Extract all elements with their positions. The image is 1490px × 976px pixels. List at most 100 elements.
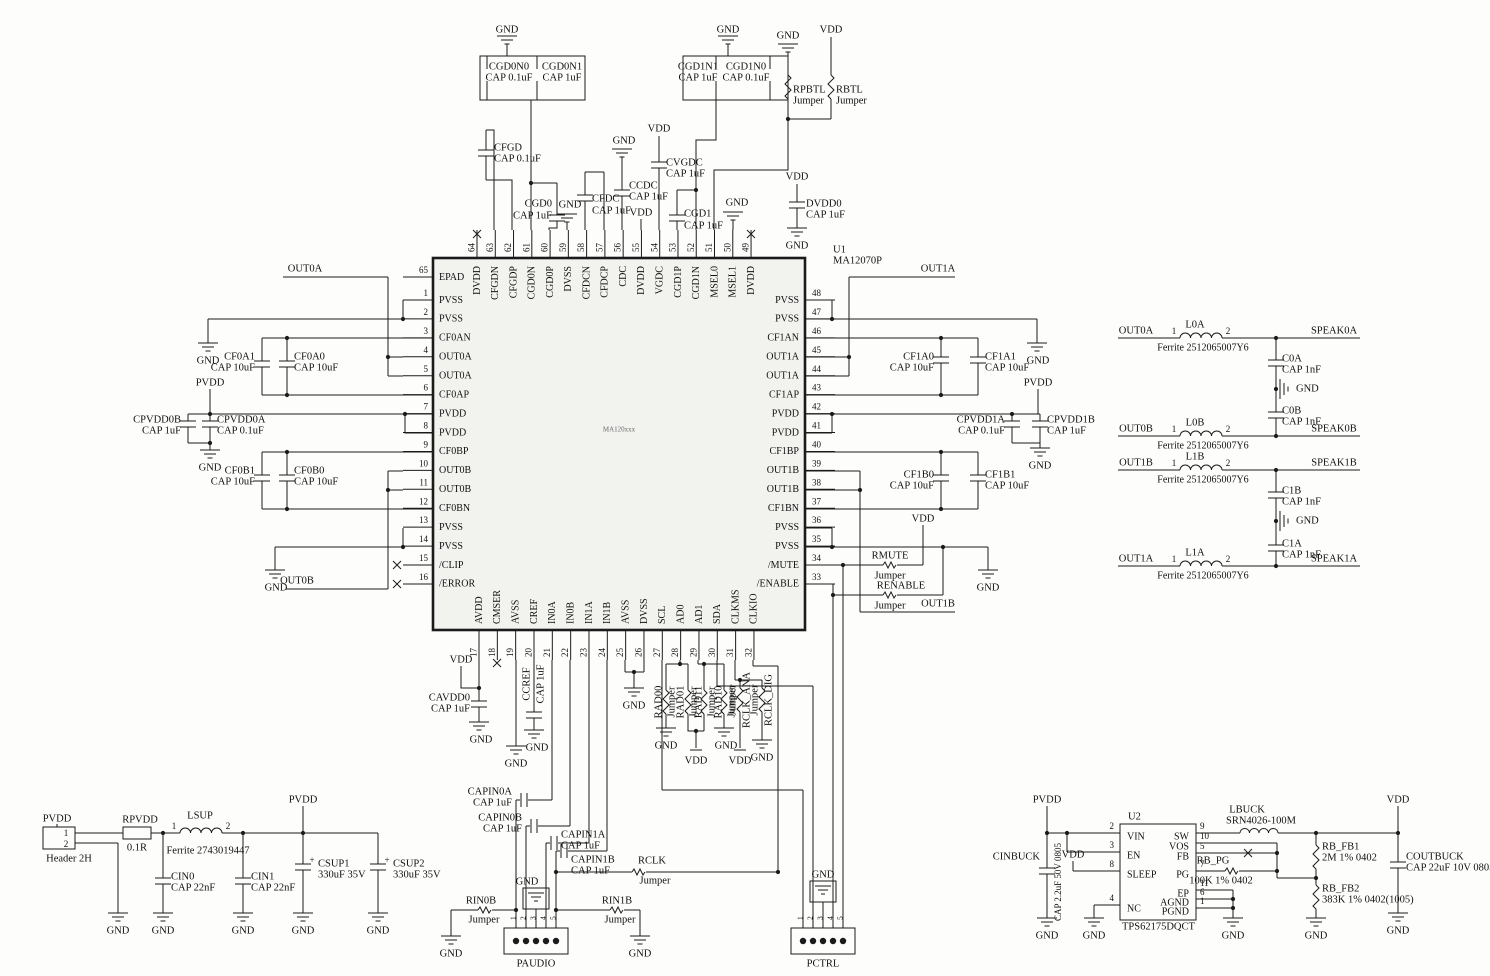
u2-n2: 2 <box>1110 821 1115 831</box>
cap-cgd1: CGD1 <box>684 208 711 219</box>
junction-dot <box>938 506 944 512</box>
u1-pin-PVDD-7: PVDD <box>439 408 466 419</box>
u2-n6: 6 <box>1200 887 1205 897</box>
u2-nc: NC <box>1127 903 1141 914</box>
gnd-rpbtl: GND <box>777 30 800 41</box>
cap-csup2-val: 330uF 35V <box>393 869 441 880</box>
gnd-c1: GND <box>1296 515 1319 526</box>
paudio-connector-box[interactable] <box>503 927 569 955</box>
u1-pin-num-30: 30 <box>707 648 717 658</box>
res-rclk-val: Jumper <box>640 875 671 886</box>
junction-dot <box>940 544 946 550</box>
u1-pin-num-4: 4 <box>424 345 429 355</box>
net-speak1b: SPEAK1B <box>1311 457 1357 468</box>
res-rad11: RAD11 <box>693 686 704 718</box>
header-2h-box[interactable] <box>42 826 76 850</box>
pctrl-connector-box[interactable] <box>790 927 856 955</box>
u1-pin-num-57: 57 <box>594 243 604 253</box>
u1-pin-num-25: 25 <box>615 648 625 658</box>
l1a-p2: 2 <box>1226 554 1231 564</box>
junction-dot <box>553 869 559 875</box>
cap-cpvdd1b: CPVDD1B <box>1047 414 1095 425</box>
u1-pin-CF0BN-12: CF0BN <box>439 503 470 514</box>
u1-pin-num-23: 23 <box>579 648 589 658</box>
u1-pin-CF1BN-37: CF1BN <box>768 503 799 514</box>
vdd-dvdd55: VDD <box>630 207 653 218</box>
pctrl-pin-3: 3 <box>816 916 825 920</box>
vdd-rad: VDD <box>685 755 708 766</box>
cap-cgd1n0: CGD1N0 <box>726 61 766 72</box>
u1-pin-num-22: 22 <box>560 648 570 657</box>
u1-pin-num-17: 17 <box>469 648 479 658</box>
u1-pin-num-47: 47 <box>812 307 822 317</box>
l0a-p1: 1 <box>1172 326 1177 336</box>
u1-pin-CFGDP-62: CFGDP <box>508 266 519 299</box>
u1-pin-num-24: 24 <box>597 648 607 658</box>
u1-part: MA12070P <box>833 255 882 266</box>
cap-cf1a1-val: CAP 10uF <box>985 362 1029 373</box>
net-out0a-f: OUT0A <box>1119 325 1154 336</box>
res-rin0b: RIN0B <box>466 895 496 906</box>
gnd-cinbuck: GND <box>1036 930 1059 941</box>
l1b-p1: 1 <box>1172 458 1177 468</box>
junction-dot <box>1274 868 1280 874</box>
pctrl-pin-5: 5 <box>836 916 845 920</box>
junction-dot <box>1273 563 1279 569</box>
res-rad00-val: Jumper <box>666 686 677 717</box>
u1-pin-num-55: 55 <box>631 243 641 253</box>
gnd-rad00: GND <box>655 740 678 751</box>
net-out0b-f: OUT0B <box>1119 423 1153 434</box>
u2-pg: PG <box>1176 869 1189 880</box>
junction-dot <box>1273 467 1279 473</box>
u1-pin-num-26: 26 <box>634 648 644 658</box>
net-out1b-f: OUT1B <box>1119 457 1153 468</box>
u1-pin-DVDD-55: DVDD <box>636 266 647 295</box>
res-rad00: RAD00 <box>653 686 664 719</box>
junction-dot <box>385 354 391 360</box>
u1-pin-IN1B-24: IN1B <box>602 601 613 624</box>
cap-cf0b0: CF0B0 <box>294 465 324 476</box>
u1-pin-num-64: 64 <box>467 243 477 253</box>
paudio-gnd-box <box>522 887 550 910</box>
u1-pin-CF0BP-9: CF0BP <box>439 446 469 457</box>
u2-n1: 1 <box>1200 896 1205 906</box>
u1-pin-nENABLE-33: /ENABLE <box>757 579 799 590</box>
gnd-avss25: GND <box>623 700 646 711</box>
u1-pin-num-36: 36 <box>812 515 822 525</box>
junction-dot <box>284 449 290 455</box>
res-rbpg-val: 100K 1% 0402 <box>1189 875 1253 886</box>
net-pvdd-csup: PVDD <box>289 794 318 805</box>
u1-pin-EPAD-65: EPAD <box>439 272 464 283</box>
res-rclkana: RCLK_ANA <box>741 672 752 728</box>
wires-bottom-mid <box>450 660 824 936</box>
u1-pin-num-45: 45 <box>812 345 822 355</box>
u1-pin-IN0B-22: IN0B <box>565 601 576 624</box>
cap-cf1b0: CF1B0 <box>904 469 934 480</box>
u2-vos: VOS <box>1169 841 1189 852</box>
cap-cf1b0-val: CAP 10uF <box>890 480 934 491</box>
u1-pin-CFGDN-63: CFGDN <box>490 266 501 300</box>
junction-dot <box>840 562 846 568</box>
u1-pin-OUT1A-45: OUT1A <box>766 352 800 363</box>
u2-ep: EP <box>1177 888 1189 899</box>
cap-cf0a1: CF0A1 <box>224 351 255 362</box>
cap-cf0a1-val: CAP 10uF <box>211 362 255 373</box>
junction-dot <box>938 335 944 341</box>
u1-pin-num-44: 44 <box>812 364 822 374</box>
cap-csup1: CSUP1 <box>318 858 350 869</box>
res-rad01-val: Jumper <box>688 686 699 717</box>
u1-pin-num-12: 12 <box>419 496 428 506</box>
u1-pin-num-8: 8 <box>424 421 429 431</box>
u1-pin-nERROR-16: /ERROR <box>439 579 475 590</box>
cap-ccref: CCREF <box>521 667 532 700</box>
junction-dot <box>1009 411 1015 417</box>
u1-pin-num-29: 29 <box>689 648 699 658</box>
res-rclkdig: RCLK_DIG <box>763 674 774 726</box>
res-renable: RENABLE <box>877 580 925 591</box>
u1-pin-num-63: 63 <box>485 243 495 253</box>
u1-pin-CGD1N-52: CGD1N <box>691 266 702 299</box>
gnd-pvss1314: GND <box>265 582 288 593</box>
net-speak1a: SPEAK1A <box>1311 553 1358 564</box>
u2-n5: 5 <box>1200 841 1205 851</box>
